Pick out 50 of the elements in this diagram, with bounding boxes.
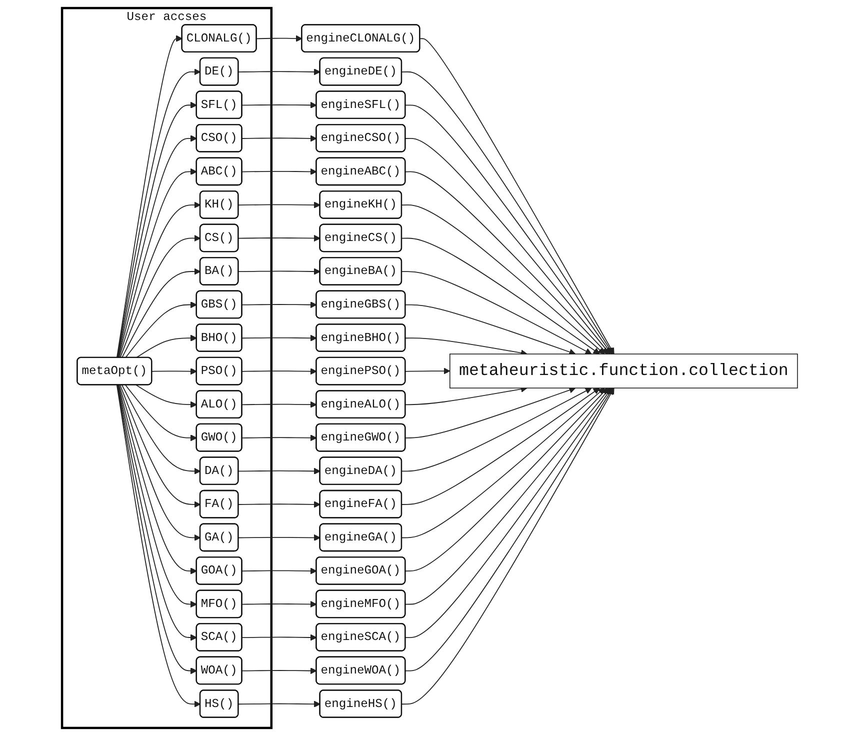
arrow [256, 35, 302, 42]
arrow [401, 238, 600, 354]
arrow [241, 568, 317, 574]
arrow [241, 434, 317, 442]
arrow [121, 268, 200, 358]
arrow [404, 171, 608, 354]
arrow [404, 338, 528, 356]
arrow [401, 388, 592, 472]
arrow [238, 202, 320, 208]
arrow [151, 368, 197, 375]
arrow [238, 234, 320, 242]
arrow [118, 384, 200, 542]
arrow [118, 168, 197, 358]
arrow [241, 334, 317, 342]
arrow [404, 304, 576, 356]
arrow [135, 384, 197, 408]
arrow [238, 468, 320, 474]
arrow [241, 135, 317, 142]
arrow [238, 700, 320, 708]
arrow [241, 600, 317, 608]
arrow [116, 68, 200, 358]
arrow [401, 271, 592, 354]
arrow [119, 234, 200, 358]
arrow [241, 667, 317, 674]
arrow [241, 168, 317, 176]
arrow [124, 384, 197, 442]
node-box: metaheuristic.function.collection [449, 354, 798, 388]
arrow [241, 368, 317, 375]
arrow [238, 268, 320, 275]
arrow [404, 368, 450, 374]
arrow [401, 388, 600, 505]
arrow [238, 501, 320, 508]
arrow [135, 334, 197, 358]
arrow [238, 534, 320, 542]
arrow [118, 384, 197, 574]
arrow [116, 35, 182, 358]
arrow [119, 384, 200, 508]
arrow [124, 301, 197, 358]
arrow [241, 401, 317, 408]
arrow [118, 202, 200, 358]
arrow [241, 634, 317, 641]
arrow [401, 204, 604, 354]
arrow [241, 102, 317, 108]
arrow [404, 388, 608, 572]
arrow [419, 38, 614, 354]
arrow [121, 384, 200, 474]
arrow [241, 301, 317, 308]
arrow [404, 386, 576, 438]
arrow [238, 68, 320, 76]
arrow [401, 388, 604, 538]
